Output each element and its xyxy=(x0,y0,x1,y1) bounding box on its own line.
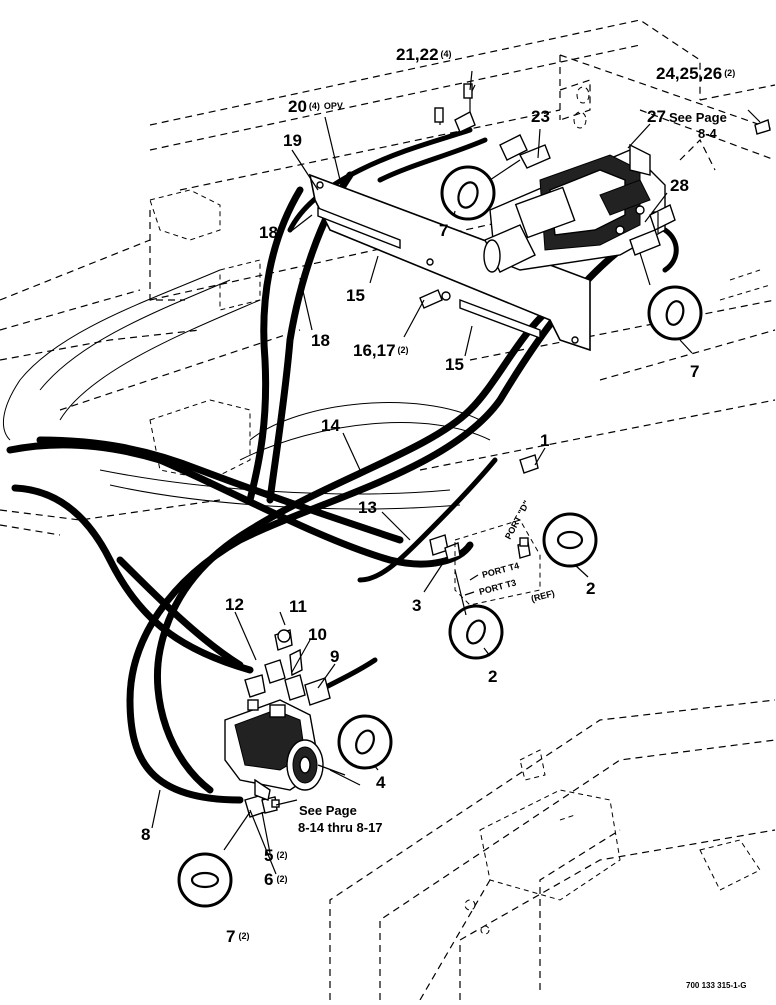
port-block xyxy=(454,519,541,606)
callout-7-top: 7 xyxy=(439,221,448,240)
callout-23: 23 xyxy=(531,107,550,126)
oring-inset-7-bottom xyxy=(177,852,233,908)
callout-7-bottom: 7(2) xyxy=(226,927,249,946)
callout-28: 28 xyxy=(670,176,689,195)
pump-fittings xyxy=(244,454,539,818)
port-d-label: PORT "D" xyxy=(503,499,532,541)
callout-6: 6(2) xyxy=(264,870,287,889)
callout-4: 4 xyxy=(376,773,386,792)
top-fittings xyxy=(419,83,771,309)
callout-5: 5(2) xyxy=(264,846,287,865)
callout-19: 19 xyxy=(283,131,302,150)
o-ring-insets xyxy=(177,165,703,908)
drawing-number: 700 133 315-1-G xyxy=(686,981,747,990)
see-page-bottom-2: 8-14 thru 8-17 xyxy=(298,820,383,835)
port-labels: PORT "D" PORT T4 PORT T3 (REF) xyxy=(464,499,556,604)
valve-assembly xyxy=(483,143,666,273)
callout-9: 9 xyxy=(330,647,339,666)
callout-24-25-26: 24,25,26(2) xyxy=(656,64,735,83)
callouts: 21,22(4) 20(4)OPV 19 18 18 15 15 16,17(2… xyxy=(141,45,735,946)
ref-label: (REF) xyxy=(530,588,556,604)
callout-18-lower: 18 xyxy=(311,331,330,350)
see-page-top-2: 8-4 xyxy=(698,126,718,141)
callout-12: 12 xyxy=(225,595,244,614)
callout-1: 1 xyxy=(540,431,549,450)
callout-10: 10 xyxy=(308,625,327,644)
see-page-top-1: See Page xyxy=(669,110,727,125)
port-t3-label: PORT T3 xyxy=(478,577,517,596)
reference-lines xyxy=(2,269,491,510)
callout-2-lower: 2 xyxy=(488,667,497,686)
oring-inset-7-right xyxy=(647,285,703,341)
oring-inset-2-lower xyxy=(448,604,504,660)
hoses xyxy=(6,127,679,804)
callout-8: 8 xyxy=(141,825,150,844)
callout-15-right: 15 xyxy=(445,355,464,374)
callout-2-right: 2 xyxy=(586,579,595,598)
callout-20: 20(4)OPV xyxy=(288,97,343,116)
callout-13: 13 xyxy=(358,498,377,517)
callout-15-left: 15 xyxy=(346,286,365,305)
frame-structure xyxy=(0,19,776,1001)
callout-16-17: 16,17(2) xyxy=(353,341,409,360)
callout-27: 27 xyxy=(647,107,666,126)
leader-lines xyxy=(151,70,761,875)
callout-7-right: 7 xyxy=(690,362,699,381)
oring-inset-2-right xyxy=(542,512,598,568)
callout-18-upper: 18 xyxy=(259,223,278,242)
hydraulic-pump xyxy=(224,699,361,801)
bracket-slot-right xyxy=(459,298,541,340)
oring-inset-4 xyxy=(337,714,393,770)
callout-14: 14 xyxy=(321,416,340,435)
bracket-slot-left xyxy=(317,206,401,250)
mounting-bracket xyxy=(308,173,591,352)
see-page-bottom-1: See Page xyxy=(299,803,357,818)
callout-21-22: 21,22(4) xyxy=(396,45,452,64)
oring-inset-7-top xyxy=(440,165,496,221)
callout-3: 3 xyxy=(412,596,421,615)
callout-11: 11 xyxy=(289,597,307,616)
